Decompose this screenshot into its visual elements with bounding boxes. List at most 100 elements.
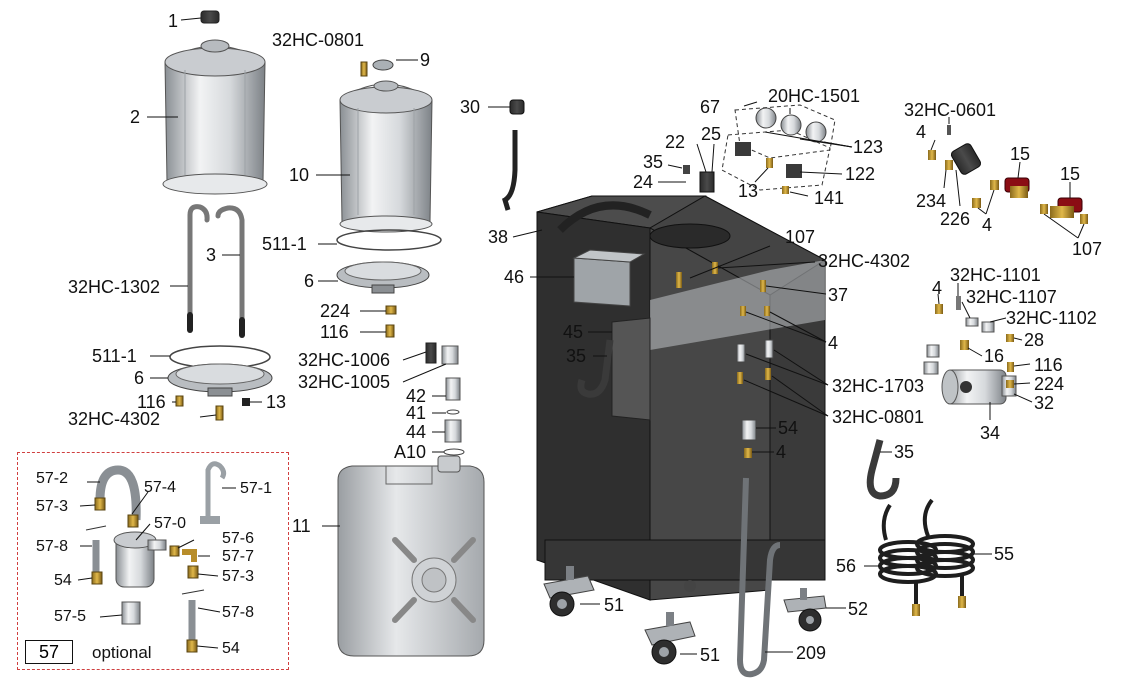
callout-35-left: 35 (566, 346, 587, 366)
ball-valve-15-a (1004, 177, 1030, 198)
callout-4-valves: 4 (982, 215, 993, 235)
cap-9 (372, 59, 394, 71)
callout-13-top: 13 (738, 181, 759, 201)
callout-32hc-4302-mid: 32HC-4302 (818, 251, 911, 271)
callout-511-1-mid: 511-1 (262, 234, 307, 254)
callout-32hc-1107: 32HC-1107 (966, 287, 1057, 307)
callout-224-right: 224 (1034, 374, 1065, 394)
callout-35-top: 35 (643, 152, 664, 172)
callout-25: 25 (701, 124, 722, 144)
callout-57-5: 57-5 (54, 608, 87, 625)
callout-55: 55 (994, 544, 1015, 564)
callout-511-1-left: 511-1 (92, 346, 137, 366)
callout-32hc-1101: 32HC-1101 (950, 265, 1041, 285)
callout-123: 123 (853, 137, 884, 157)
callout-52: 52 (848, 599, 869, 619)
callout-51-a: 51 (604, 595, 625, 615)
callout-32hc-1006: 32HC-1006 (298, 350, 391, 370)
callout-57-8-b: 57-8 (222, 604, 255, 621)
callout-57-8-a: 57-8 (36, 538, 69, 555)
callout-44: 44 (406, 422, 427, 442)
control-box-46 (572, 249, 646, 307)
callout-4-topright: 4 (916, 122, 927, 142)
callout-141: 141 (814, 188, 845, 208)
callout-234: 234 (916, 191, 947, 211)
filter-housing-2 (162, 39, 268, 195)
coil-55 (915, 498, 975, 598)
caster-52 (783, 588, 827, 632)
callout-56: 56 (836, 556, 857, 576)
callout-15-a: 15 (1010, 144, 1031, 164)
callout-2: 2 (130, 107, 141, 127)
callout-122: 122 (845, 164, 876, 184)
callout-32: 32 (1034, 393, 1055, 413)
tray-6 (167, 363, 273, 397)
callout-41: 41 (406, 403, 427, 423)
callout-116-mid: 116 (320, 322, 349, 342)
panel-45 (611, 317, 651, 421)
cabinet-38 (536, 195, 826, 601)
callout-13-left: 13 (266, 392, 287, 412)
callout-28: 28 (1024, 330, 1045, 350)
callout-4-pump: 4 (932, 278, 943, 298)
callout-10: 10 (289, 165, 310, 185)
callout-a10: A10 (394, 442, 427, 462)
callout-4-mid: 4 (828, 333, 839, 353)
callout-57-0: 57-0 (154, 515, 187, 532)
callout-51-b: 51 (700, 645, 721, 665)
tray-6-b (336, 261, 430, 294)
hook-35-a (577, 339, 614, 398)
callout-57-4: 57-4 (144, 479, 177, 496)
callout-16: 16 (984, 346, 1005, 366)
callout-57-1: 57-1 (240, 480, 273, 497)
callout-37: 37 (828, 285, 849, 305)
callout-32hc-1005: 32HC-1005 (298, 372, 391, 392)
callout-107-right: 107 (1072, 239, 1103, 259)
callout-38: 38 (488, 227, 509, 247)
callout-57-3-b: 57-3 (222, 568, 255, 585)
callout-57-6: 57-6 (222, 530, 255, 547)
callout-22: 22 (665, 132, 686, 152)
callout-209: 209 (796, 643, 827, 663)
callout-107-mid: 107 (785, 227, 816, 247)
optional-kit-box (17, 452, 289, 670)
caster-51-a (543, 566, 595, 617)
kit-optional-note: optional (92, 643, 152, 662)
callout-54-cabinet: 54 (778, 418, 799, 438)
callout-116-right: 116 (1034, 355, 1063, 375)
filter-housing-10 (339, 80, 433, 233)
callout-34: 34 (980, 423, 1001, 443)
callout-32hc-1703: 32HC-1703 (832, 376, 925, 396)
callout-57-7: 57-7 (222, 548, 255, 565)
callout-224-mid: 224 (320, 301, 351, 321)
callout-15-b: 15 (1060, 164, 1081, 184)
callout-45: 45 (563, 322, 584, 342)
fluid-tank-11 (337, 455, 485, 657)
callout-32hc-4302-left: 32HC-4302 (68, 409, 161, 429)
tube-3 (187, 204, 245, 338)
caster-51-b (644, 612, 696, 665)
callout-67: 67 (700, 97, 721, 117)
callout-1: 1 (168, 11, 179, 31)
callout-54-kit-a: 54 (54, 572, 72, 589)
cap-1 (200, 10, 220, 24)
callout-6-left: 6 (134, 368, 145, 388)
callout-57-3-a: 57-3 (36, 498, 69, 515)
callout-116-left: 116 (137, 392, 166, 412)
separator-57-0 (113, 531, 167, 588)
callout-9: 9 (420, 50, 431, 70)
callout-57-2: 57-2 (36, 470, 69, 487)
ball-valve-15-b (1050, 197, 1083, 218)
hook-35-c (866, 439, 900, 500)
drain-hose-209 (736, 477, 781, 678)
callout-46: 46 (504, 267, 525, 287)
callout-32hc-0801-top: 32HC-0801 (272, 30, 365, 50)
callout-24: 24 (633, 172, 654, 192)
pump-34 (941, 369, 1017, 405)
callout-32hc-1102: 32HC-1102 (1006, 308, 1097, 328)
callout-42: 42 (406, 386, 427, 406)
callout-20hc-1501: 20HC-1501 (768, 86, 861, 106)
callout-32hc-0801-mid: 32HC-0801 (832, 407, 925, 427)
